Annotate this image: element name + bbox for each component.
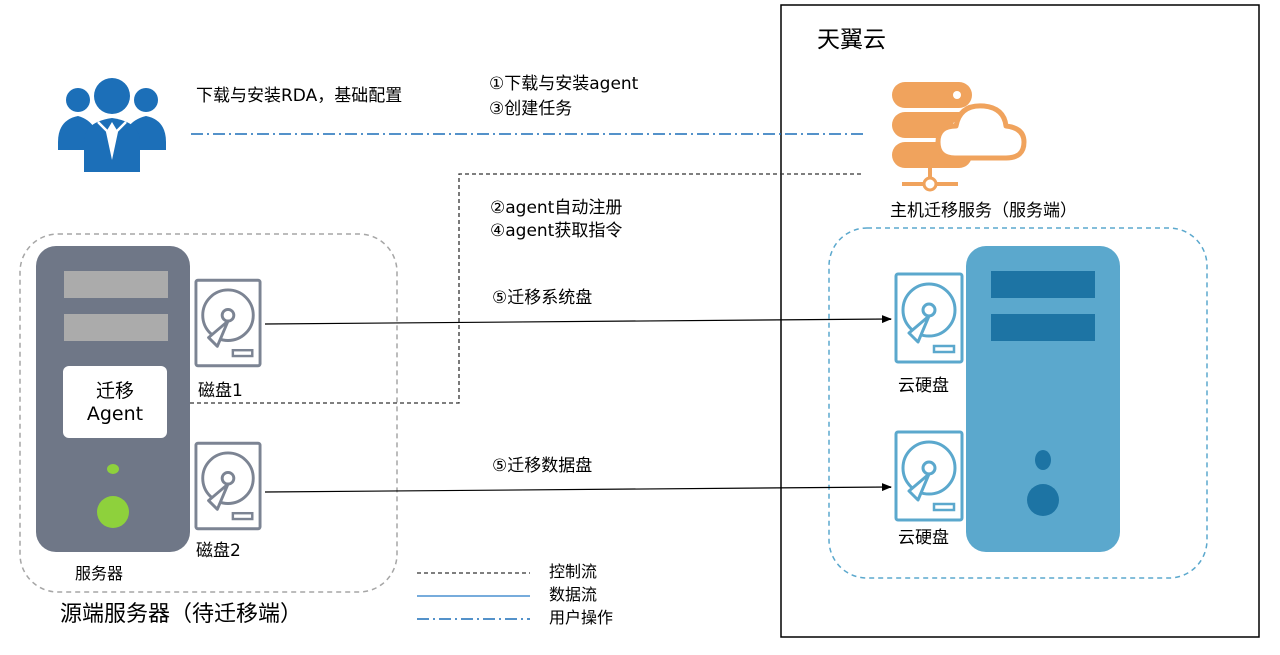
- control-flow-line: [190, 173, 864, 404]
- disk-2-icon: [194, 441, 262, 531]
- disk-1-icon: [194, 278, 262, 368]
- user-action-label: 下载与安装RDA，基础配置: [196, 86, 403, 106]
- agent-label-line2: Agent: [86, 403, 144, 425]
- users-icon: [58, 78, 166, 172]
- data-disk-flow-label: ⑤迁移数据盘: [492, 456, 593, 476]
- legend-control-label: 控制流: [549, 562, 598, 581]
- step-1-label: ①下载与安装agent: [489, 74, 639, 94]
- migration-service-icon: [892, 82, 1027, 192]
- system-disk-flow-arrow: [264, 315, 892, 325]
- disk-2-label: 磁盘2: [196, 541, 241, 561]
- status-led: [107, 464, 119, 474]
- system-disk-flow-label: ⑤迁移系统盘: [492, 288, 593, 308]
- source-server: [36, 246, 190, 552]
- step-2-label: ②agent自动注册: [490, 198, 623, 218]
- data-disk-flow-arrow: [264, 483, 892, 493]
- cloud-disk-2-label: 云硬盘: [898, 528, 949, 548]
- cloud-disk-2-icon: [894, 430, 964, 522]
- cloud-server: [966, 246, 1120, 552]
- legend-user-op-label: 用户操作: [549, 608, 614, 627]
- cloud-title: 天翼云: [817, 27, 886, 53]
- cloud-disk-1-label: 云硬盘: [898, 376, 949, 396]
- step-3-label: ③创建任务: [489, 99, 573, 119]
- migration-service-label: 主机迁移服务（服务端）: [890, 201, 1077, 221]
- power-indicator: [97, 496, 129, 528]
- cloud-disk-1-icon: [894, 272, 964, 364]
- status-led: [1035, 450, 1051, 470]
- disk-1-label: 磁盘1: [198, 381, 243, 401]
- step-4-label: ④agent获取指令: [490, 221, 623, 241]
- tianyi-cloud-region: [780, 4, 1260, 638]
- legend-data-label: 数据流: [549, 585, 598, 604]
- server-label: 服务器: [75, 564, 124, 583]
- power-indicator: [1027, 484, 1059, 516]
- cloud-server-group: [828, 227, 1208, 579]
- migration-agent-box: [63, 366, 167, 438]
- agent-label-line1: 迁移: [95, 380, 134, 402]
- source-group-label: 源端服务器（待迁移端）: [60, 602, 303, 627]
